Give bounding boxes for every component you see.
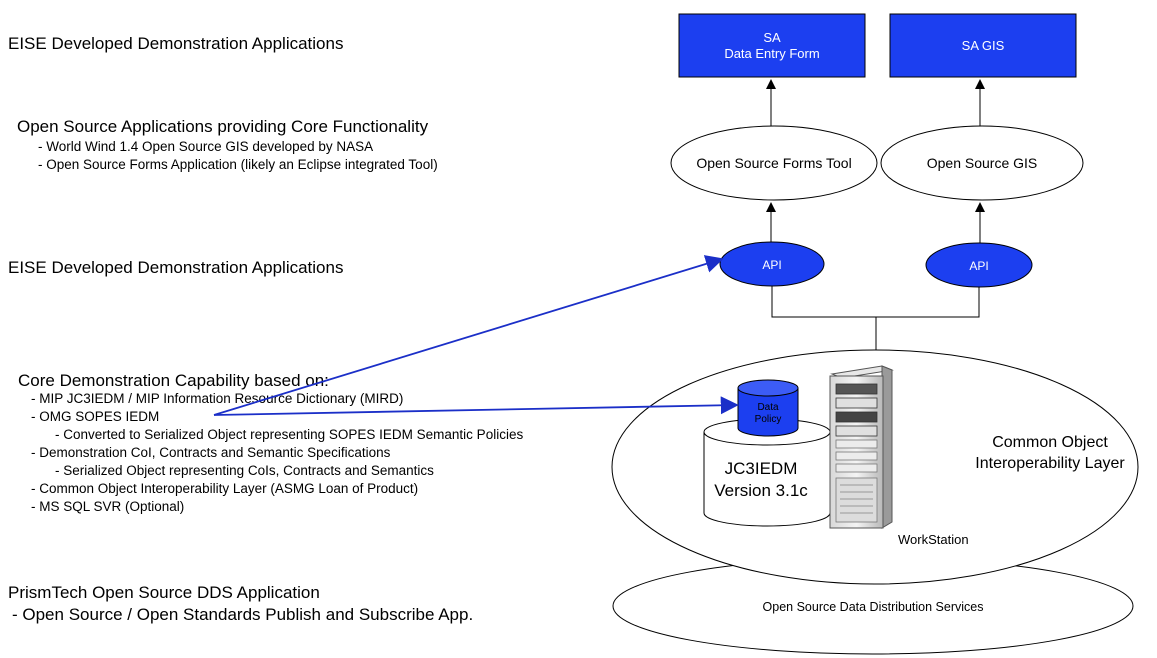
core-demo-item-coi: - Demonstration CoI, Contracts and Seman…	[31, 445, 391, 460]
coil-label-2: Interoperability Layer	[975, 455, 1125, 472]
dds-item: - Open Source / Open Standards Publish a…	[12, 605, 474, 624]
server-tower-icon	[829, 365, 894, 529]
core-demo-item-serialized-coi: - Serialized Object representing CoIs, C…	[55, 463, 434, 478]
jc3iedm-label-1: JC3IEDM	[725, 459, 798, 478]
sa-gis-label: SA GIS	[962, 38, 1005, 53]
core-demo-item-coil: - Common Object Interoperability Layer (…	[31, 481, 419, 496]
api-right-label: API	[969, 259, 988, 273]
open-source-gis-ellipse	[880, 125, 1084, 201]
eise-top-heading: EISE Developed Demonstration Application…	[8, 34, 344, 53]
forms-tool-label: Open Source Forms Tool	[696, 155, 851, 171]
core-demo-item-sopes: - OMG SOPES IEDM	[31, 409, 160, 424]
dds-label: Open Source Data Distribution Services	[763, 600, 984, 614]
sa-form-label-1: SA	[763, 30, 781, 45]
core-func-item-world-wind: - World Wind 1.4 Open Source GIS develop…	[38, 139, 374, 154]
data-policy-database-icon	[737, 379, 799, 437]
api-left-label: API	[762, 258, 781, 272]
data-policy-label-1: Data	[757, 402, 779, 413]
coil-label-1: Common Object	[992, 434, 1108, 451]
open-source-forms-tool-ellipse	[670, 125, 878, 201]
data-policy-label-2: Policy	[755, 414, 782, 425]
os-gis-label: Open Source GIS	[927, 155, 1038, 171]
core-demo-item-serialized-sopes: - Converted to Serialized Object represe…	[55, 427, 524, 442]
sa-form-label-2: Data Entry Form	[724, 46, 819, 61]
dds-heading: PrismTech Open Source DDS Application	[8, 583, 320, 602]
core-demo-item-mip: - MIP JC3IEDM / MIP Information Resource…	[31, 391, 404, 406]
sopes-to-data-policy-arrow	[213, 396, 739, 416]
sopes-to-api-arrow	[213, 255, 724, 416]
core-demo-heading: Core Demonstration Capability based on:	[18, 371, 329, 390]
workstation-label: WorkStation	[898, 532, 969, 547]
jc3iedm-label-2: Version 3.1c	[714, 481, 808, 500]
core-func-item-forms: - Open Source Forms Application (likely …	[38, 157, 438, 172]
core-demo-item-mssql: - MS SQL SVR (Optional)	[31, 499, 185, 514]
core-functionality-heading: Open Source Applications providing Core …	[17, 117, 429, 136]
sa-data-entry-form-box	[678, 13, 866, 78]
sa-gis-box	[889, 13, 1077, 78]
eise-mid-heading: EISE Developed Demonstration Application…	[8, 258, 344, 277]
api-connector	[771, 286, 980, 318]
